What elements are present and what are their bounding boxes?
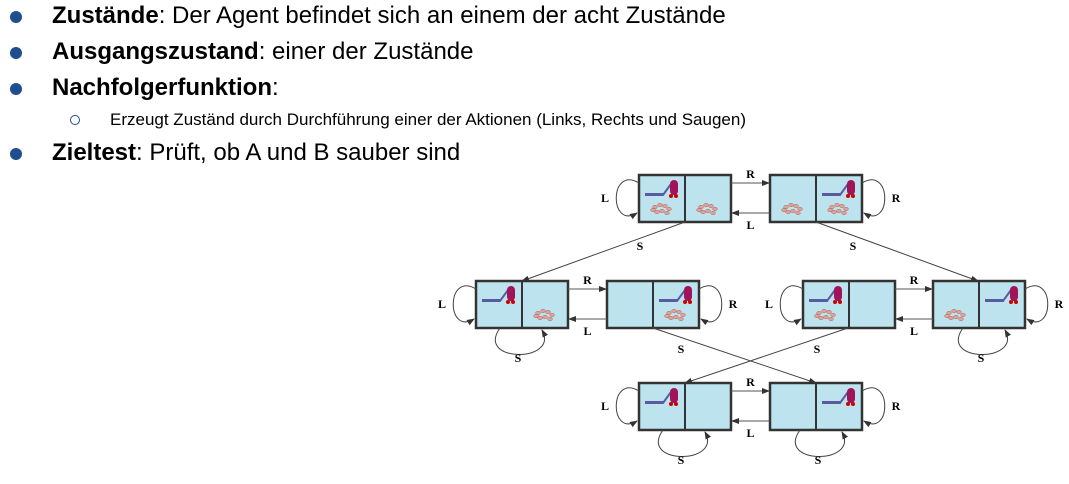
term: Zieltest: [52, 139, 137, 166]
term: Ausgangszustand: [52, 38, 259, 65]
right-self-loop: [861, 387, 886, 428]
suck-label: S: [815, 453, 822, 467]
bullet-icon: [10, 47, 22, 59]
right-label: R: [1055, 297, 1064, 311]
right-label: R: [892, 399, 901, 413]
definition: :: [272, 74, 279, 101]
state-box: [801, 279, 897, 330]
vacuum-cleaner-icon: [645, 388, 678, 406]
state-box: [637, 381, 733, 432]
definition: : Prüft, ob A und B sauber sind: [136, 139, 461, 166]
dirt-icon: [814, 309, 836, 321]
state-box: [474, 279, 570, 330]
suck-label: S: [814, 342, 821, 356]
sub-bullet-text: Erzeugt Zuständ durch Durchführung einer…: [110, 110, 746, 129]
left-label: L: [746, 218, 754, 232]
term: Nachfolgerfunktion: [52, 74, 272, 101]
bullet-icon: [10, 83, 22, 95]
state-box: [768, 381, 864, 432]
suck-transition-arrow: [521, 221, 686, 282]
suck-label: S: [515, 351, 522, 365]
dirt-icon: [533, 309, 555, 321]
vacuum-cleaner-icon: [809, 286, 842, 304]
right-self-loop: [861, 179, 886, 220]
right-self-loop: [1024, 285, 1049, 326]
right-label: R: [746, 375, 755, 389]
left-label: L: [746, 426, 754, 440]
definition: : einer der Zustände: [258, 38, 474, 65]
vacuum-cleaner-icon: [985, 286, 1018, 304]
state-box: [931, 279, 1027, 330]
dirt-icon: [696, 203, 718, 215]
right-label: R: [583, 273, 592, 287]
bullet-icon: [10, 148, 22, 160]
suck-label: S: [850, 239, 857, 253]
left-label: L: [910, 324, 918, 338]
definition: : Der Agent befindet sich an einem der a…: [158, 2, 726, 29]
sub-bullet-icon: [70, 115, 80, 125]
left-label: L: [601, 191, 609, 205]
right-label: R: [729, 297, 738, 311]
left-self-loop: [452, 285, 477, 326]
vacuum-cleaner-icon: [645, 180, 678, 198]
suck-transition-arrow: [815, 221, 979, 282]
dirt-icon: [664, 309, 686, 321]
bullet-icon: [10, 11, 22, 23]
left-label: L: [583, 324, 591, 338]
suck-self-loop: [794, 429, 848, 457]
state-box: [605, 279, 701, 330]
dirt-icon: [827, 203, 849, 215]
suck-label: S: [678, 342, 685, 356]
vacuum-cleaner-icon: [822, 388, 855, 406]
left-label: L: [601, 399, 609, 413]
state-box: [637, 173, 733, 224]
left-self-loop: [779, 285, 804, 326]
right-label: R: [746, 167, 755, 181]
right-self-loop: [698, 285, 723, 326]
state-box: [768, 173, 864, 224]
right-label: R: [910, 273, 919, 287]
vacuum-cleaner-icon: [822, 180, 855, 198]
term: Zustände: [52, 2, 159, 29]
suck-label: S: [637, 239, 644, 253]
dirt-icon: [944, 309, 966, 321]
suck-self-loop: [494, 327, 548, 355]
suck-label: S: [978, 351, 985, 365]
vacuum-cleaner-icon: [482, 286, 515, 304]
right-label: R: [892, 191, 901, 205]
dirt-icon: [781, 203, 803, 215]
dirt-icon: [650, 203, 672, 215]
vacuum-cleaner-icon: [659, 286, 692, 304]
suck-self-loop: [957, 327, 1011, 355]
suck-transition-arrow: [652, 327, 817, 384]
left-label: L: [765, 297, 773, 311]
suck-label: S: [678, 453, 685, 467]
suck-transition-arrow: [684, 327, 849, 384]
left-self-loop: [615, 387, 640, 428]
left-label: L: [438, 297, 446, 311]
left-self-loop: [615, 179, 640, 220]
suck-self-loop: [657, 429, 711, 457]
